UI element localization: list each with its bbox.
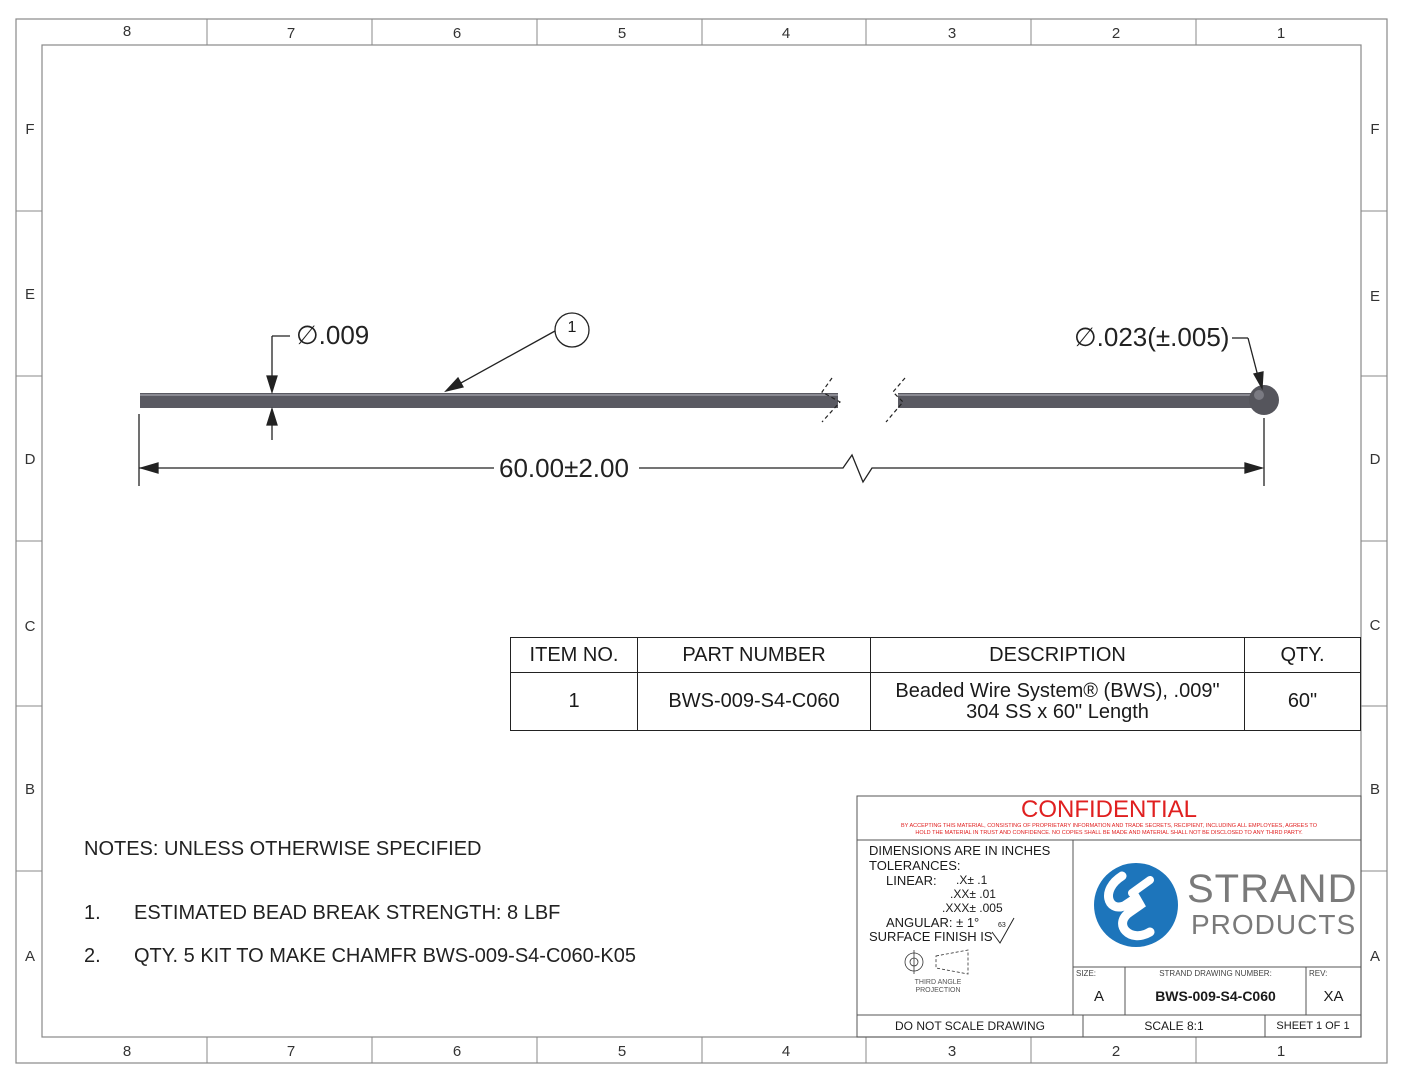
zone-col-2: 2 <box>1111 25 1121 42</box>
note-2-text: QTY. 5 KIT TO MAKE CHAMFR BWS-009-S4-C06… <box>134 945 637 967</box>
bead-leader <box>1232 337 1264 391</box>
zone-row-c: C <box>24 618 36 635</box>
bom-header-part-number: PART NUMBER <box>637 637 871 673</box>
bead-diameter-label: ∅.023(±.005) <box>1074 322 1230 352</box>
notes-heading: NOTES: UNLESS OTHERWISE SPECIFIED <box>84 838 482 860</box>
angular-tolerance: ANGULAR: ± 1° <box>886 915 980 930</box>
do-not-scale: DO NOT SCALE DRAWING <box>894 1019 1046 1033</box>
tolerances-label: TOLERANCES: <box>869 858 961 873</box>
bom-part-number: BWS-009-S4-C060 <box>637 672 871 731</box>
bom-header-description: DESCRIPTION <box>870 637 1245 673</box>
zone-row-c-right: C <box>1369 617 1381 634</box>
zone-col-5: 5 <box>617 25 627 42</box>
zone-col-3-bottom: 3 <box>947 1043 957 1060</box>
bom-header-qty: QTY. <box>1244 637 1361 673</box>
scale-label: SCALE 8:1 <box>1144 1019 1204 1033</box>
tolerance-x: .X± .1 <box>956 873 988 887</box>
zone-row-b-right: B <box>1369 781 1380 798</box>
zone-col-8: 8 <box>122 23 132 40</box>
bead <box>1249 385 1279 415</box>
dims-in-inches: DIMENSIONS ARE IN INCHES <box>869 843 1051 858</box>
zone-col-4: 4 <box>781 25 791 42</box>
linear-label: LINEAR: <box>886 873 937 888</box>
bom-description-line1: Beaded Wire System® (BWS), .009" <box>895 679 1220 702</box>
projection-symbol <box>904 949 969 975</box>
length-label: 60.00±2.00 <box>499 453 629 483</box>
size-label: SIZE: <box>1076 969 1097 978</box>
zone-row-e-right: E <box>1369 288 1380 305</box>
drawing-number-label: STRAND DRAWING NUMBER: <box>1159 969 1272 978</box>
bill-of-materials: ITEM NO. PART NUMBER DESCRIPTION QTY. 1 … <box>510 637 1361 731</box>
zone-row-a: A <box>24 948 35 965</box>
company-logo <box>1094 863 1178 947</box>
zone-row-b: B <box>24 781 35 798</box>
note-2-number: 2. <box>84 945 101 967</box>
zone-col-6: 6 <box>452 25 462 42</box>
bom-description-line2: 304 SS x 60" Length <box>966 700 1149 723</box>
note-1-number: 1. <box>84 902 101 924</box>
zone-col-7-bottom: 7 <box>286 1043 296 1060</box>
zone-row-a-right: A <box>1369 948 1380 965</box>
zone-col-1-bottom: 1 <box>1276 1043 1286 1060</box>
title-block-grid <box>856 795 1362 1038</box>
confidential-text-1: BY ACCEPTING THIS MATERIAL, CONSISTING O… <box>901 823 1317 829</box>
surface-finish-symbol <box>991 917 1015 944</box>
company-name-line1: STRAND <box>1187 867 1358 911</box>
table-row: 1 BWS-009-S4-C060 Beaded Wire System® (B… <box>510 672 1361 731</box>
zone-col-8-bottom: 8 <box>122 1043 132 1060</box>
zone-dividers <box>16 19 1387 1063</box>
bead-highlight <box>1254 390 1264 400</box>
drawing-number: BWS-009-S4-C060 <box>1155 988 1276 1004</box>
rev-value: XA <box>1323 988 1344 1005</box>
projection-label-1: THIRD ANGLE <box>914 979 962 986</box>
size-value: A <box>1093 988 1104 1005</box>
zone-col-2-bottom: 2 <box>1111 1043 1121 1060</box>
company-name-line2: PRODUCTS <box>1191 909 1357 940</box>
bom-header-row: ITEM NO. PART NUMBER DESCRIPTION QTY. <box>510 637 1361 673</box>
wire-segment-left <box>140 393 838 408</box>
surface-finish-label: SURFACE FINISH IS <box>869 929 993 944</box>
zone-col-6-bottom: 6 <box>452 1043 462 1060</box>
length-dimension <box>138 414 1265 486</box>
zone-row-f: F <box>25 121 35 138</box>
wire-diameter-label: ∅.009 <box>296 320 370 350</box>
zone-col-5-bottom: 5 <box>617 1043 627 1060</box>
rev-label: REV: <box>1309 969 1328 978</box>
balloon-circle <box>554 312 590 348</box>
surface-finish-value: 63 <box>998 922 1006 929</box>
sheet-label: SHEET 1 OF 1 <box>1276 1020 1350 1032</box>
tolerance-xx: .XX± .01 <box>950 887 996 901</box>
bom-item-no: 1 <box>510 672 638 731</box>
zone-row-e: E <box>24 286 35 303</box>
wire-segment-right <box>898 393 1256 408</box>
zone-col-4-bottom: 4 <box>781 1043 791 1060</box>
tolerance-xxx: .XXX± .005 <box>942 901 1003 915</box>
bom-description: Beaded Wire System® (BWS), .009" 304 SS … <box>870 672 1245 731</box>
wire-diameter-dimension <box>266 335 290 440</box>
confidential-text-2: HOLD THE MATERIAL IN TRUST AND CONFIDENC… <box>915 830 1303 836</box>
zone-col-7: 7 <box>286 25 296 42</box>
balloon-leader <box>444 330 556 393</box>
confidential-title: CONFIDENTIAL <box>1020 796 1197 823</box>
break-line-right <box>885 377 906 423</box>
bom-header-item: ITEM NO. <box>510 637 638 673</box>
zone-col-3: 3 <box>947 25 957 42</box>
bom-qty: 60" <box>1244 672 1361 731</box>
zone-row-d-right: D <box>1369 451 1381 468</box>
zone-col-1: 1 <box>1276 25 1286 42</box>
note-1-text: ESTIMATED BEAD BREAK STRENGTH: 8 LBF <box>134 902 561 924</box>
break-line-left <box>821 377 841 423</box>
projection-label-2: PROJECTION <box>915 987 961 994</box>
balloon-number: 1 <box>567 319 577 336</box>
zone-row-d: D <box>24 451 36 468</box>
zone-row-f-right: F <box>1370 121 1380 138</box>
